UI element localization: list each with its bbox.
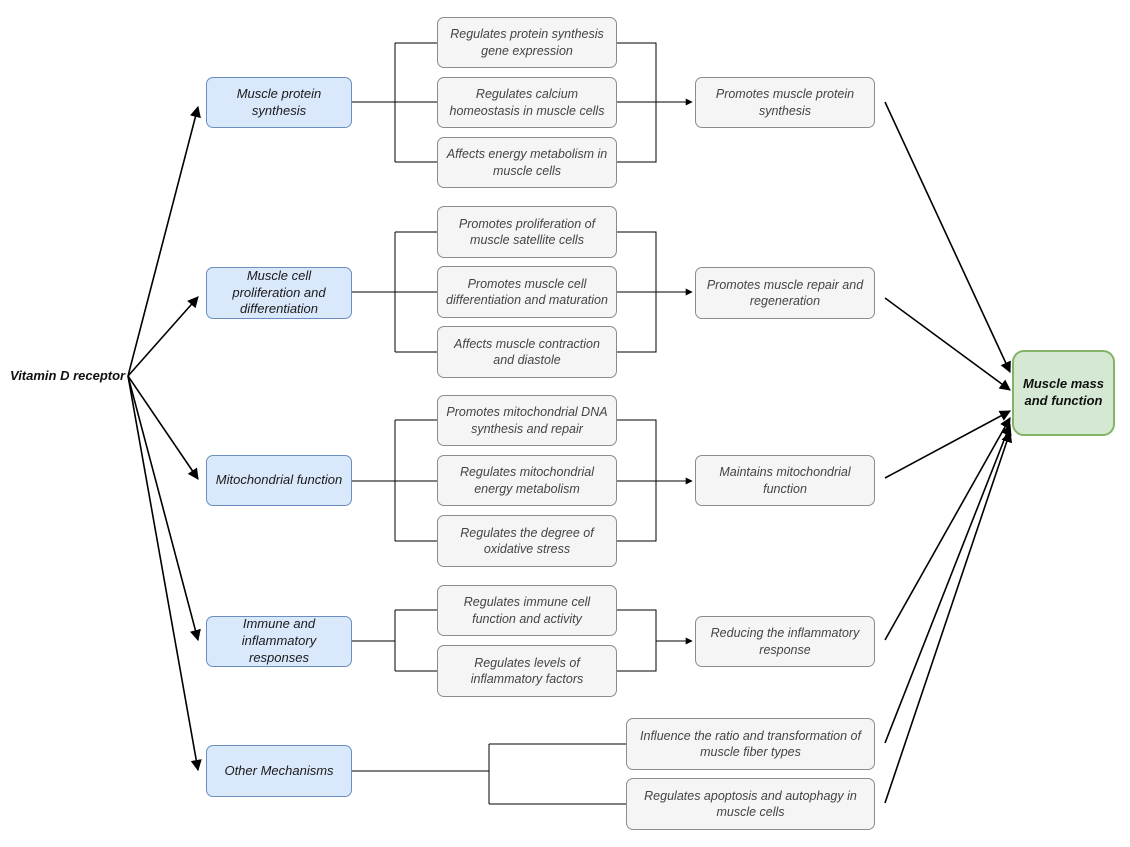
vitamin-d-receptor-label: Vitamin D receptor: [10, 368, 126, 383]
bracket-g4-right: [617, 609, 657, 672]
arrow-outcome1-to-target: [884, 101, 1011, 374]
mechanism-apoptosis-autophagy: Regulates apoptosis and autophagy in mus…: [626, 778, 875, 830]
arrow-root-to-cat3: [127, 375, 199, 480]
bracket-g3-left: [352, 419, 437, 542]
category-muscle-protein-synthesis: Muscle protein synthesis: [206, 77, 352, 128]
bracket-g1-left: [352, 42, 437, 163]
mechanism-immune-cell-function: Regulates immune cell function and activ…: [437, 585, 617, 636]
outcome-repair-regeneration: Promotes muscle repair and regeneration: [695, 267, 875, 319]
arrow-root-to-cat2: [127, 296, 199, 377]
target-muscle-mass-function: Muscle mass and function: [1012, 350, 1115, 436]
outcome-inflammatory-response: Reducing the inflammatory response: [695, 616, 875, 667]
mechanism-protein-gene-expression: Regulates protein synthesis gene express…: [437, 17, 617, 68]
arrow-root-to-cat4: [127, 375, 201, 642]
mechanism-satellite-cells: Promotes proliferation of muscle satelli…: [437, 206, 617, 258]
arrow-apoptosis-to-target: [884, 430, 1013, 804]
arrow-outcome4-to-target: [884, 417, 1011, 641]
category-immune-inflammatory: Immune and inflammatory responses: [206, 616, 352, 667]
bracket-g4-left: [352, 609, 437, 672]
arrow-fiber-to-target: [884, 423, 1012, 744]
arrow-outcome3-to-target: [884, 410, 1011, 479]
mechanism-oxidative-stress: Regulates the degree of oxidative stress: [437, 515, 617, 567]
mechanism-contraction-diastole: Affects muscle contraction and diastole: [437, 326, 617, 378]
bracket-g2-left: [352, 231, 437, 353]
bracket-g5: [352, 743, 626, 805]
outcome-protein-synthesis: Promotes muscle protein synthesis: [695, 77, 875, 128]
arrow-root-to-cat5: [127, 375, 202, 772]
arrow-outcome2-to-target: [884, 297, 1011, 391]
mechanism-energy-metabolism: Affects energy metabolism in muscle cell…: [437, 137, 617, 188]
category-other-mechanisms: Other Mechanisms: [206, 745, 352, 797]
outcome-mitochondrial-function: Maintains mitochondrial function: [695, 455, 875, 506]
mechanism-muscle-fiber-types: Influence the ratio and transformation o…: [626, 718, 875, 770]
mechanism-calcium-homeostasis: Regulates calcium homeostasis in muscle …: [437, 77, 617, 128]
mechanism-mitochondrial-dna: Promotes mitochondrial DNA synthesis and…: [437, 395, 617, 446]
category-muscle-cell-proliferation: Muscle cell proliferation and differenti…: [206, 267, 352, 319]
mechanism-mitochondrial-energy: Regulates mitochondrial energy metabolis…: [437, 455, 617, 506]
mechanism-inflammatory-factors: Regulates levels of inflammatory factors: [437, 645, 617, 697]
mechanism-differentiation-maturation: Promotes muscle cell differentiation and…: [437, 266, 617, 318]
category-mitochondrial-function: Mitochondrial function: [206, 455, 352, 506]
arrow-root-to-cat1: [127, 105, 201, 377]
